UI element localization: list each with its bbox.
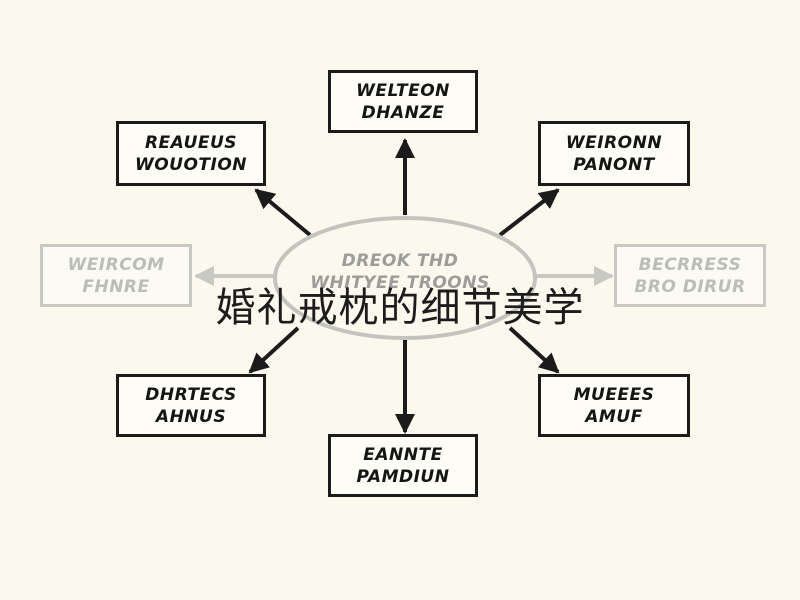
node-mid-right-line-1: BECRRESS xyxy=(638,254,742,275)
node-top-right-line-1: WEIRONN xyxy=(565,132,663,153)
node-top-right-line-2: PANONT xyxy=(573,154,655,175)
node-top: WELTEON DHANZE xyxy=(328,70,478,133)
node-mid-right-line-2: BRO DIRUR xyxy=(634,276,746,297)
arrow-to-top-right xyxy=(498,188,560,237)
node-bottom-left-line-2: AHNUS xyxy=(155,406,227,427)
node-bottom-line-2: PAMDIUN xyxy=(356,466,450,487)
node-top-left-line-1: REAUEUS xyxy=(144,132,238,153)
node-mid-left-line-1: WEIRCOM xyxy=(67,254,165,275)
node-mid-left: WEIRCOM FHNRE xyxy=(40,244,192,307)
node-bottom-right-line-1: MUEEES xyxy=(573,384,655,405)
arrow-to-bottom-left xyxy=(248,326,300,374)
node-bottom-right-line-2: AMUF xyxy=(585,406,643,427)
node-bottom-left: DHRTECS AHNUS xyxy=(116,374,266,437)
node-mid-right: BECRRESS BRO DIRUR xyxy=(614,244,766,307)
central-hub-label: DREOK THD WHITYEE TROONS xyxy=(280,250,520,294)
node-bottom-line-1: EANNTE xyxy=(363,444,443,465)
node-top-line-2: DHANZE xyxy=(361,102,445,123)
node-top-line-1: WELTEON xyxy=(356,80,450,101)
arrow-to-bottom-right xyxy=(508,326,560,374)
node-top-right: WEIRONN PANONT xyxy=(538,121,690,186)
node-bottom-right: MUEEES AMUF xyxy=(538,374,690,437)
overlay-title: 婚礼戒枕的细节美学 xyxy=(215,285,585,331)
node-bottom: EANNTE PAMDIUN xyxy=(328,434,478,497)
hub-line-2: WHITYEE TROONS xyxy=(310,273,490,293)
node-top-left: REAUEUS WOUOTION xyxy=(116,121,266,186)
central-hub-ellipse xyxy=(273,216,537,340)
node-top-left-line-2: WOUOTION xyxy=(134,154,248,175)
arrow-to-top-left xyxy=(254,188,312,237)
hub-line-1: DREOK THD xyxy=(341,251,459,271)
node-mid-left-line-2: FHNRE xyxy=(82,276,150,297)
node-bottom-left-line-1: DHRTECS xyxy=(145,384,237,405)
